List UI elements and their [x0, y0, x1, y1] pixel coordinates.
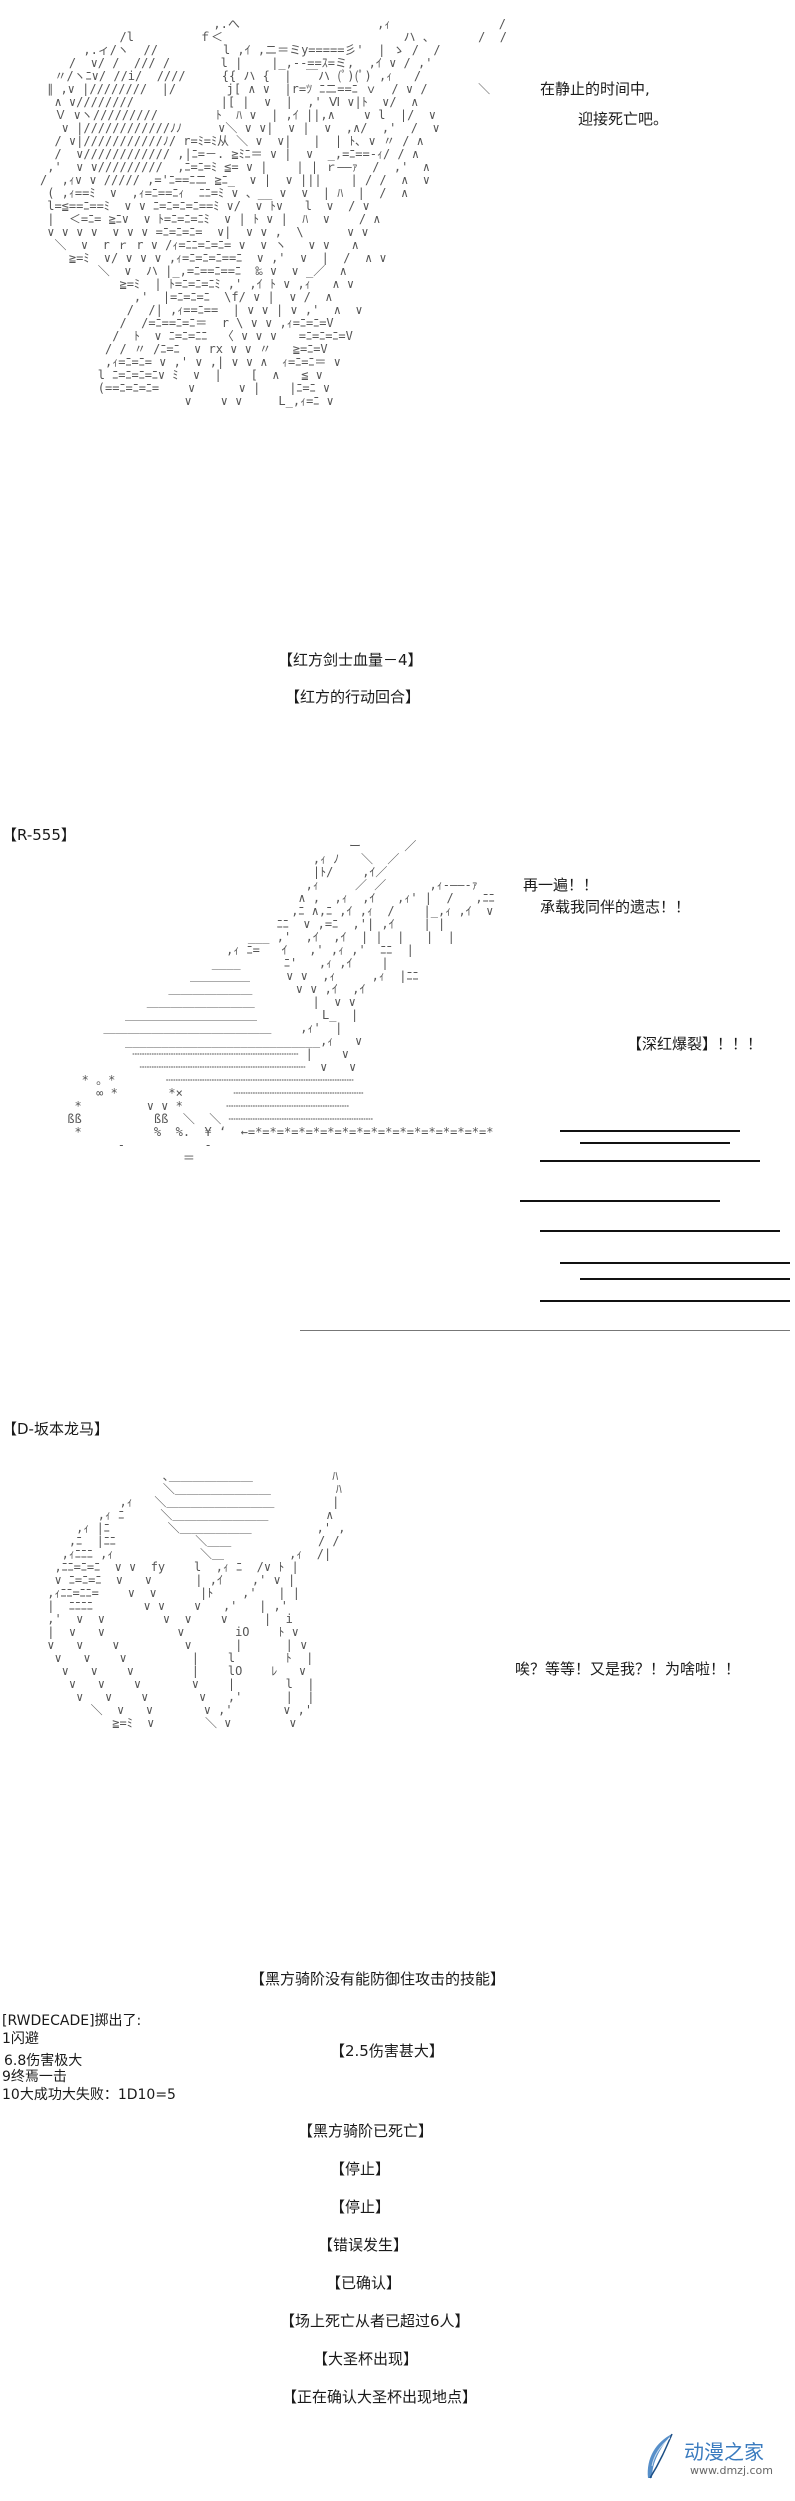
- status-line: 【红方的行动回合】: [285, 688, 421, 706]
- speech-line: 唉？等等！又是我？！为啥啦！！: [515, 1660, 741, 1678]
- speed-line: [520, 1200, 720, 1202]
- roll-line: 10大成功大失败：1D10=5: [2, 2087, 176, 2103]
- result-line: 【停止】: [330, 2160, 391, 2178]
- result-line: 【场上死亡从者已超过6人】: [280, 2312, 470, 2330]
- speech-line: 再一遍！！: [523, 876, 599, 894]
- watermark-url: www.dmzj.com: [690, 2464, 773, 2477]
- feather-logo-icon: [647, 2433, 673, 2479]
- result-line: 【错误发生】: [318, 2236, 409, 2254]
- section-tag: 【R-555】: [2, 826, 76, 844]
- ascii-art-rider: ,.へ ,ｨ / /l ｆ＜ ハ 、 / / ,.ィ/ヽ // l ,ｲ ,ニ＝…: [40, 18, 508, 408]
- result-line: 【大圣杯出现】: [313, 2350, 419, 2368]
- result-line: 【黑方骑阶没有能防御住攻击的技能】: [250, 1970, 506, 1988]
- result-line: 【黑方骑阶已死亡】: [298, 2122, 434, 2140]
- ascii-art-sakamoto-ryoma: ､＿＿＿＿＿＿＿ ﾊ ＼＿＿＿＿＿＿＿＿ ﾊ ,ｨ ＼＿＿＿＿＿＿＿＿＿ | ,…: [47, 1470, 346, 1730]
- speed-line: [540, 1300, 790, 1302]
- roll-line: 9终焉一击: [2, 2069, 67, 2085]
- result-line: 【停止】: [330, 2198, 391, 2216]
- result-line: 【2.5伤害甚大】: [330, 2042, 444, 2060]
- watermark: 动漫之家 www.dmzj.com: [640, 2430, 790, 2490]
- result-line: 【正在确认大圣杯出现地点】: [282, 2388, 478, 2406]
- roll-line: [RWDECADE]掷出了:: [2, 2013, 142, 2029]
- roll-line: 6.8伤害极大: [4, 2053, 83, 2069]
- speed-line: [300, 1330, 790, 1331]
- ascii-art-kamen-rider-555: ー ／ ,ｨ ﾉ ＼ ／ |ﾄ/ ,ｲ／ ,ｨ ／ ／ ,ｨ-――-ｧ ∧ , …: [67, 840, 495, 1165]
- speech-line: 迎接死亡吧。: [578, 110, 669, 128]
- watermark-name: 动漫之家: [684, 2440, 764, 2464]
- speech-line: 在静止的时间中,: [540, 80, 650, 98]
- speed-line: [540, 1230, 780, 1232]
- result-line: 【已确认】: [326, 2274, 402, 2292]
- speed-line: [580, 1142, 730, 1144]
- section-tag: 【D-坂本龙马】: [2, 1420, 109, 1438]
- speech-line: 承载我同伴的遗志！！: [540, 898, 691, 916]
- status-line: 【红方剑士血量－4】: [278, 651, 423, 669]
- speed-line: [560, 1262, 790, 1264]
- speed-line: [560, 1130, 740, 1132]
- skill-callout: 【深红爆裂】！！！: [627, 1035, 763, 1053]
- speed-line: [540, 1160, 760, 1162]
- roll-line: 1闪避: [2, 2031, 39, 2047]
- speed-line: [580, 1278, 790, 1280]
